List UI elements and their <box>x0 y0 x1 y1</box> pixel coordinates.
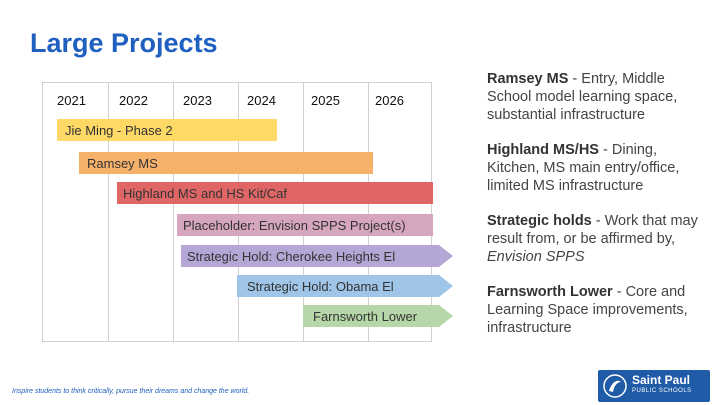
year-label: 2022 <box>119 93 148 108</box>
page-title: Large Projects <box>30 28 218 58</box>
timeline-chart: 2021 2022 2023 2024 2025 2026 Jie Ming -… <box>42 82 432 342</box>
bar-highland: Highland MS and HS Kit/Caf <box>117 182 433 204</box>
bar-label: Placeholder: Envision SPPS Project(s) <box>183 217 406 233</box>
year-divider <box>303 83 304 341</box>
note-highland: Highland MS/HS - Dining, Kitchen, MS mai… <box>487 141 712 195</box>
spps-logo: Saint Paul PUBLIC SCHOOLS <box>598 370 710 402</box>
bar-label: Jie Ming - Phase 2 <box>65 122 173 138</box>
year-divider <box>173 83 174 341</box>
bar-label: Ramsey MS <box>87 155 158 171</box>
note-title: Farnsworth Lower <box>487 284 613 300</box>
note-title: Strategic holds <box>487 213 592 229</box>
bar-label: Farnsworth Lower <box>313 308 418 324</box>
bar-cherokee-heights: Strategic Hold: Cherokee Heights El <box>181 245 453 267</box>
bar-label: Strategic Hold: Obama El <box>247 278 394 294</box>
logo-line2: PUBLIC SCHOOLS <box>632 388 692 394</box>
year-label: 2021 <box>57 93 86 108</box>
note-farnsworth: Farnsworth Lower - Core and Learning Spa… <box>487 283 712 337</box>
note-strategic-holds: Strategic holds - Work that may result f… <box>487 212 712 266</box>
bar-label: Strategic Hold: Cherokee Heights El <box>187 248 396 264</box>
note-title: Ramsey MS <box>487 71 569 87</box>
year-label: 2023 <box>183 93 212 108</box>
bar-placeholder-envision: Placeholder: Envision SPPS Project(s) <box>177 214 433 236</box>
note-text: - Dining, Kitchen, MS main entry/office,… <box>487 142 680 194</box>
note-text: - Work that may result from, or be affir… <box>487 213 698 247</box>
project-notes: Ramsey MS - Entry, Middle School model l… <box>487 70 712 354</box>
note-italic: Envision SPPS <box>487 249 585 265</box>
year-label: 2025 <box>311 93 340 108</box>
logo-line1: Saint Paul <box>632 373 691 387</box>
bar-label: Highland MS and HS Kit/Caf <box>123 185 288 201</box>
note-text: - Core and Learning Space improvements, … <box>487 284 688 336</box>
bar-jie-ming: Jie Ming - Phase 2 <box>57 119 277 141</box>
year-label: 2026 <box>375 93 404 108</box>
year-divider <box>238 83 239 341</box>
bar-farnsworth: Farnsworth Lower <box>303 305 453 327</box>
swoosh-icon <box>603 374 627 398</box>
year-divider <box>108 83 109 341</box>
bar-ramsey-ms: Ramsey MS <box>79 152 373 174</box>
bar-obama: Strategic Hold: Obama El <box>237 275 453 297</box>
year-label: 2024 <box>247 93 276 108</box>
note-title: Highland MS/HS <box>487 142 599 158</box>
year-divider <box>368 83 369 341</box>
note-text: - Entry, Middle School model learning sp… <box>487 71 678 123</box>
footer-tagline: Inspire students to think critically, pu… <box>12 388 250 395</box>
note-ramsey: Ramsey MS - Entry, Middle School model l… <box>487 70 712 124</box>
